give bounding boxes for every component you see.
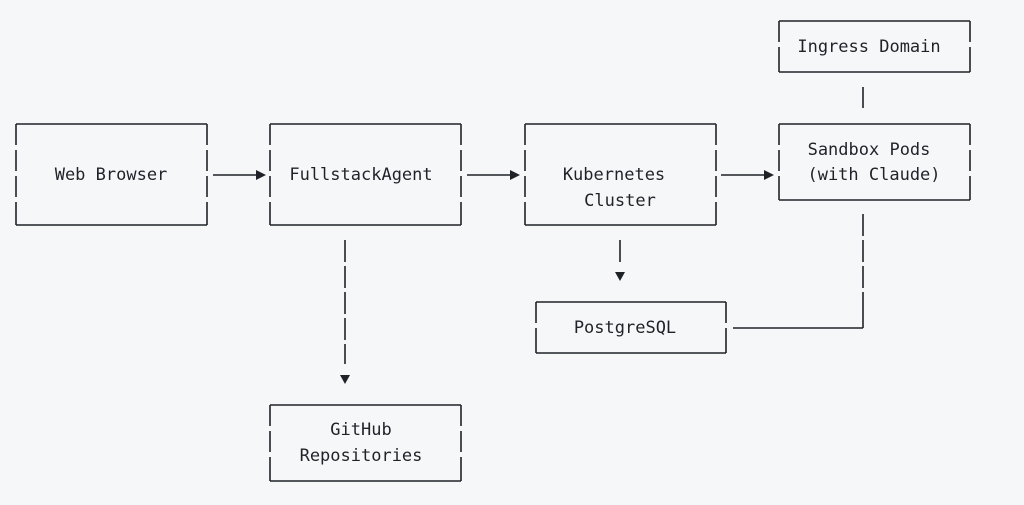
edge-fullstack-agent-to-kubernetes xyxy=(467,170,520,180)
kubernetes-cluster-node: Kubernetes Cluster xyxy=(524,123,717,226)
edge-sandbox-pods-to-postgresql xyxy=(733,214,864,329)
postgresql-node: PostgreSQL xyxy=(535,301,727,354)
edge-kubernetes-to-sandbox-pods xyxy=(721,170,774,180)
fullstack-agent-label: FullstackAgent xyxy=(289,165,432,185)
sandbox-pods-node: Sandbox Pods (with Claude) xyxy=(778,123,971,201)
arrowhead-icon xyxy=(256,170,266,180)
edge-kubernetes-to-postgresql xyxy=(615,240,625,281)
github-repositories-node: GitHub Repositories xyxy=(269,404,462,482)
edge-web-browser-to-fullstack-agent xyxy=(213,170,266,180)
arrowhead-icon xyxy=(510,170,520,180)
kubernetes-cluster-label-line1: Kubernetes xyxy=(563,165,665,185)
arrowhead-icon xyxy=(340,375,350,384)
web-browser-node: Web Browser xyxy=(15,123,208,226)
edge-fullstack-agent-to-github xyxy=(340,240,350,384)
fullstack-agent-node: FullstackAgent xyxy=(269,123,462,226)
sandbox-pods-label-line2: (with Claude) xyxy=(807,165,940,185)
arrowhead-icon xyxy=(615,272,625,281)
ingress-domain-label: Ingress Domain xyxy=(797,37,940,57)
arrowhead-icon xyxy=(764,170,774,180)
kubernetes-cluster-label-line2: Cluster xyxy=(584,191,656,211)
ingress-domain-node: Ingress Domain xyxy=(778,20,971,73)
sandbox-pods-label-line1: Sandbox Pods xyxy=(808,140,931,160)
github-repositories-label-line1: GitHub xyxy=(330,420,391,440)
web-browser-label: Web Browser xyxy=(55,165,168,185)
postgresql-label: PostgreSQL xyxy=(574,318,676,338)
github-repositories-label-line2: Repositories xyxy=(300,446,423,466)
